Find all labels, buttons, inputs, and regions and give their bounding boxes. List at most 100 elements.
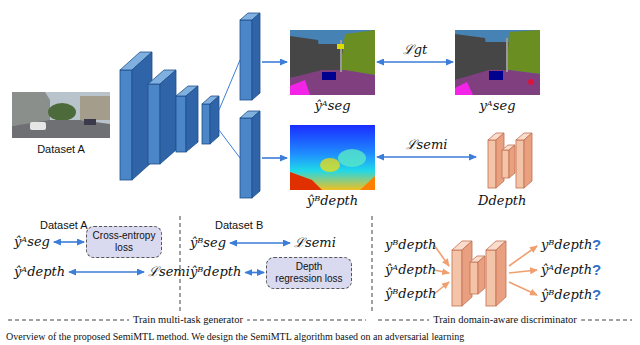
street-photo-part bbox=[48, 103, 76, 121]
dataset-name: Dataset A bbox=[40, 218, 88, 232]
discriminator-training-part-part bbox=[509, 270, 537, 273]
input-label: ŷᴮdepth bbox=[385, 286, 436, 302]
task-heads-part-part bbox=[240, 20, 252, 100]
street-photo-part bbox=[30, 122, 46, 130]
encoder-network bbox=[120, 52, 219, 180]
ground-truth-map-part bbox=[455, 82, 473, 95]
task-heads-part-part bbox=[252, 111, 260, 198]
prediction-label: ŷᴬseg bbox=[12, 234, 52, 250]
task-heads-part bbox=[262, 61, 287, 63]
discriminator-training-part-part bbox=[486, 250, 496, 306]
discriminator-part bbox=[524, 133, 532, 188]
depth-map bbox=[290, 125, 375, 190]
question-mark: ? bbox=[592, 261, 601, 279]
encoder-network-part bbox=[120, 70, 132, 180]
loss-symbol: ℒgt bbox=[401, 42, 430, 58]
figure-caption: Overview of the proposed SemiMTL method.… bbox=[6, 331, 464, 343]
depth-map-part bbox=[290, 172, 322, 190]
discriminator-part bbox=[509, 145, 515, 178]
question-mark: ? bbox=[592, 286, 601, 304]
node-label: ℒsemi bbox=[148, 264, 190, 280]
encoder-network-part bbox=[210, 96, 219, 144]
question-mark: ? bbox=[592, 236, 601, 254]
loss-symbol: ℒsemi bbox=[146, 264, 192, 280]
dataset-name: Dataset B bbox=[215, 218, 263, 232]
encoder-network-part bbox=[148, 84, 160, 164]
node-label: ŷᴬdepth bbox=[14, 264, 65, 280]
output-label: yᴮdepth bbox=[541, 237, 592, 253]
discriminator-training-part-part bbox=[478, 256, 485, 294]
segmentation-map-part bbox=[290, 80, 310, 95]
depth-map-part bbox=[338, 149, 366, 167]
segmentation-output: ŷᴬseg bbox=[290, 30, 375, 114]
discriminator-part bbox=[516, 140, 524, 188]
loss-arrow bbox=[245, 272, 264, 274]
loss-arrow bbox=[377, 61, 453, 63]
prediction-label: ŷᴮseg bbox=[188, 235, 228, 251]
segmentation-map-part bbox=[290, 70, 375, 95]
node-label: ŷᴮseg bbox=[190, 235, 226, 251]
discriminator-training-part-part bbox=[470, 262, 478, 294]
encoder-network-part bbox=[202, 104, 210, 144]
encoder-network-part bbox=[186, 86, 198, 152]
loss-symbol: ℒsemi bbox=[404, 137, 450, 153]
output-label: ŷᴬdepth bbox=[541, 262, 592, 278]
ground-truth-map-part bbox=[507, 30, 540, 74]
node-label: Ddepth bbox=[478, 193, 526, 209]
segmentation-map-part bbox=[290, 30, 375, 95]
task-heads-part-part bbox=[252, 13, 260, 100]
loss-box: Depth regression loss bbox=[266, 257, 352, 289]
depth-map-part bbox=[320, 158, 340, 172]
street-photo-part bbox=[12, 92, 110, 138]
stage-label: Train multi-task generator bbox=[129, 314, 247, 326]
discriminator-training-part bbox=[434, 245, 537, 295]
input-label: ŷᴬdepth bbox=[385, 262, 436, 278]
loss-name: Depth regression loss bbox=[271, 261, 347, 285]
loss-box: Cross-entropy loss bbox=[86, 226, 162, 258]
segmentation-map-part bbox=[322, 72, 336, 80]
loss-arrow bbox=[69, 271, 144, 273]
segmentation-map bbox=[290, 30, 375, 95]
dataset-photo: Dataset A bbox=[10, 90, 112, 156]
loss-symbol: ℒsemi bbox=[292, 235, 338, 251]
depth-map-part bbox=[290, 125, 375, 190]
depth-map-part bbox=[360, 176, 375, 190]
loss-name: Cross-entropy loss bbox=[91, 230, 157, 254]
prediction-label: ŷᴮdepth bbox=[188, 264, 243, 280]
discriminator-training-part-part bbox=[509, 282, 537, 295]
discriminator-training-part-part bbox=[496, 241, 506, 306]
loss-arrow bbox=[230, 242, 290, 244]
task-heads bbox=[219, 13, 287, 198]
encoder-network-part bbox=[176, 96, 186, 152]
discriminator-training-part-part bbox=[509, 246, 537, 266]
section-dividers bbox=[8, 216, 632, 320]
prediction-label: ŷᴬdepth bbox=[12, 264, 67, 280]
street-photo-part bbox=[84, 119, 96, 125]
node-label: ŷᴮdepth bbox=[307, 193, 358, 209]
input-label: yᴮdepth bbox=[385, 237, 436, 253]
task-heads-part bbox=[219, 130, 240, 158]
ground-truth-map-part bbox=[528, 79, 534, 85]
ground-truth-map-part bbox=[485, 42, 509, 70]
segmentation-map-part bbox=[340, 30, 375, 75]
street-photo-part bbox=[80, 96, 110, 120]
task-heads-part-part bbox=[240, 118, 252, 198]
discriminator-training-part bbox=[452, 241, 506, 306]
ground-truth-map-part bbox=[506, 38, 508, 72]
task-heads-part bbox=[219, 60, 240, 110]
node-label: yᴬseg bbox=[480, 98, 516, 114]
street-photo-part bbox=[12, 120, 110, 138]
ground-truth-map-part bbox=[489, 71, 503, 80]
node-label: Dataset A bbox=[37, 142, 85, 156]
task-heads-part bbox=[262, 157, 287, 159]
street-photo bbox=[12, 92, 110, 138]
node-label: ŷᴬseg bbox=[315, 98, 351, 114]
stage-label: Train domain-aware discriminator bbox=[429, 314, 581, 326]
section-dividers-part bbox=[372, 216, 373, 312]
depth-output: ŷᴮdepth bbox=[290, 125, 375, 209]
task-heads-part bbox=[240, 13, 260, 198]
output-label: ŷᴮdepth bbox=[541, 287, 592, 303]
discriminator-training bbox=[434, 241, 537, 306]
discriminator-part bbox=[502, 150, 509, 178]
